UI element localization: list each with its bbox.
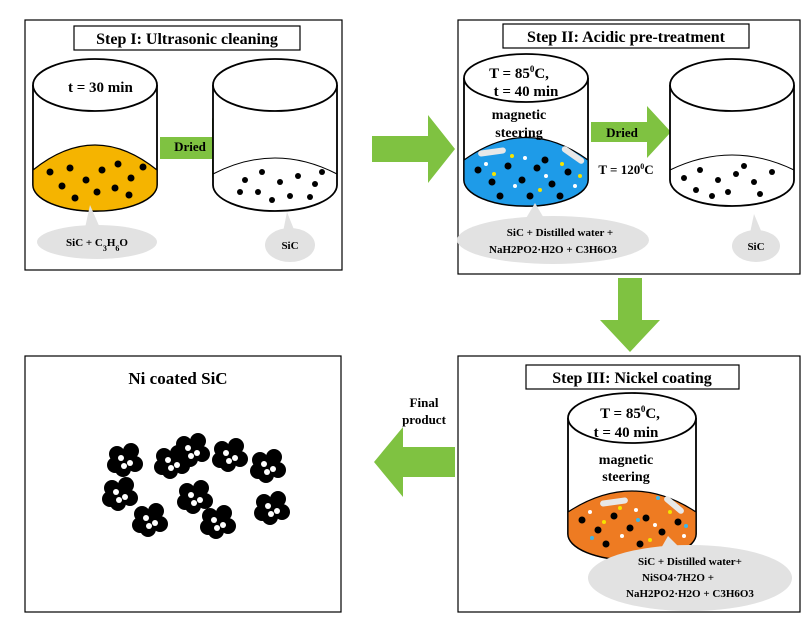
stir-bar [664, 496, 684, 514]
step2-stir-1: magnetic [492, 108, 546, 123]
step3-bubble-line3: NaH2PO2·H2O + C3H6O3 [626, 588, 754, 600]
ni-coated-sic-particle [200, 505, 236, 539]
step1-title-box [73, 25, 301, 51]
step1-particles [46, 160, 147, 202]
ni-coated-sic-particle [177, 480, 213, 514]
step3-temp: T = 850C, [600, 404, 660, 422]
step2-panel: Step II: Acidic pre-treatment T = 850C, … [457, 19, 801, 275]
step2-bubble-line1: SiC + Distilled water + [507, 227, 613, 239]
step3-stir-2: steering [602, 470, 649, 485]
step1-title: Step I: Ultrasonic cleaning [96, 31, 278, 48]
step1-bubble-right: SiC [265, 212, 315, 262]
step1-time: t = 30 min [68, 80, 133, 96]
step3-stir-1: magnetic [599, 453, 653, 468]
step2-bubble-right-text: SiC [747, 241, 764, 253]
step2-beaker-wet: T = 850C, t = 40 min magnetic steering [463, 53, 589, 207]
final-panel: Ni coated SiC [24, 355, 342, 613]
step2-title-box [502, 23, 750, 49]
stir-bar [478, 147, 506, 157]
ni-coated-sic-particle [102, 477, 138, 511]
step2-dried-arrow: Dried [591, 106, 671, 158]
step1-panel: Step I: Ultrasonic cleaning t = 30 min S… [24, 19, 343, 271]
stir-bar [561, 146, 585, 164]
final-product-arrow: Final product [374, 395, 455, 497]
step3-bubble-line2: NiSO4·7H2O + [642, 572, 714, 584]
ni-coated-sic-particle [254, 491, 290, 525]
step3-bubble-solution: SiC + Distilled water+ NiSO4·7H2O + NaH2… [588, 536, 792, 611]
step1-bubble-text: SiC + C3H6O [66, 237, 128, 253]
step2-beaker-dry [669, 58, 795, 207]
ni-coated-sic-particle [174, 433, 210, 467]
step2-stir-2: steering [495, 126, 542, 141]
step1-to-step2-arrow [372, 115, 455, 183]
step3-bubble-line1: SiC + Distilled water+ [638, 556, 742, 568]
ni-coated-sic-particle [212, 438, 248, 472]
step3-panel: Step III: Nickel coating T = 850C, t = 4… [457, 355, 801, 613]
step3-beaker: T = 850C, t = 40 min magnetic steering [567, 392, 697, 561]
step1-bubble-right-text: SiC [281, 240, 298, 252]
step3-title-box [525, 364, 740, 390]
step2-title: Step II: Acidic pre-treatment [527, 29, 726, 46]
step2-time: t = 40 min [494, 84, 559, 100]
step3-time: t = 40 min [594, 425, 659, 441]
step3-title: Step III: Nickel coating [552, 370, 712, 387]
stir-bar [600, 497, 628, 507]
ni-coated-particles [102, 433, 290, 539]
step2-bubble-solution: SiC + Distilled water + NaH2PO2·H2O + C3… [457, 203, 649, 264]
step1-arrow-label: Dried [174, 139, 207, 154]
step1-beaker-wet: t = 30 min [32, 58, 158, 212]
final-arrow-line2: product [402, 412, 446, 427]
step2-arrow-label: Dried [606, 125, 639, 140]
step2-temp: T = 850C, [489, 64, 549, 82]
step2-bubble-right: SiC [732, 214, 780, 262]
step2-bubble-line2: NaH2PO2·H2O + C3H6O3 [489, 244, 617, 256]
step1-beaker-dry [212, 58, 338, 212]
step2-dry-temp: T = 1200C [598, 162, 653, 177]
step2-to-step3-arrow [600, 278, 660, 352]
ni-coated-sic-particle [250, 449, 286, 483]
final-arrow-line1: Final [410, 395, 439, 410]
ni-coated-sic-particle [132, 503, 168, 537]
ni-coated-sic-particle [107, 443, 143, 477]
final-title: Ni coated SiC [128, 369, 227, 388]
step1-bubble-left: SiC + C3H6O [37, 205, 157, 259]
step1-dry-particles [237, 169, 325, 203]
step2-liquid [463, 136, 589, 207]
